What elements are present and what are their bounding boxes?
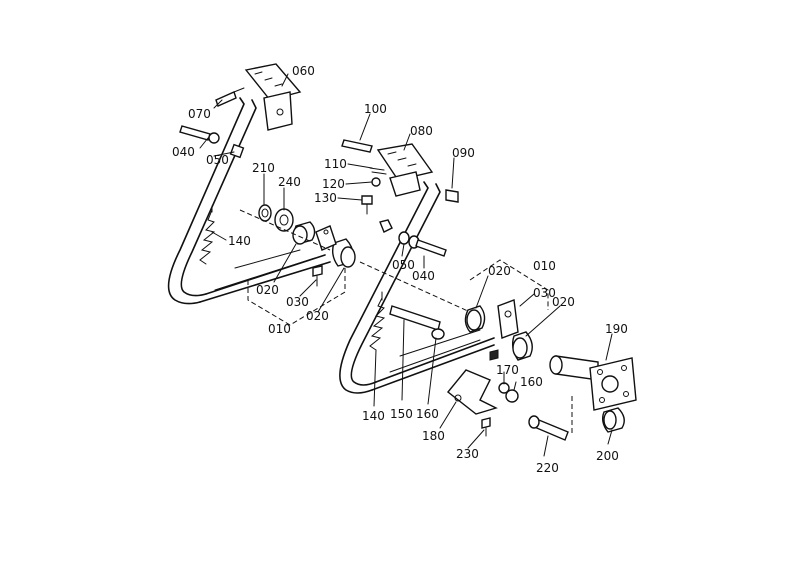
label-200: 200 (596, 449, 619, 463)
label-130: 130 (314, 191, 337, 205)
label-020-left-a: 020 (256, 283, 279, 297)
label-040-right: 040 (412, 269, 435, 283)
bracket-right (497, 299, 519, 339)
bushing-020-left-b (331, 238, 356, 268)
nut-050-upper (229, 143, 245, 159)
label-030-right: 030 (533, 286, 556, 300)
bolt-230 (481, 417, 491, 437)
label-210: 210 (252, 161, 275, 175)
label-020-right-b: 020 (552, 295, 575, 309)
spring-140-right (369, 291, 386, 351)
bushing-020-left-a (292, 221, 316, 245)
label-240: 240 (278, 175, 301, 189)
group-bracket-010-right (469, 259, 549, 310)
bolt-070 (215, 87, 245, 107)
label-220: 220 (536, 461, 559, 475)
rod-150 (389, 305, 441, 331)
label-170: 170 (496, 363, 519, 377)
rod-100 (341, 139, 373, 153)
label-140-right: 140 (362, 409, 385, 423)
bolt-040-right (408, 235, 447, 257)
group-bracket-010-left (247, 268, 346, 326)
plate-180 (447, 369, 498, 415)
label-010-left: 010 (268, 322, 291, 336)
label-040-upper: 040 (172, 145, 195, 159)
label-050-upper: 050 (206, 153, 229, 167)
pedal-pad-right (376, 143, 434, 197)
label-030-left: 030 (286, 295, 309, 309)
label-120: 120 (322, 177, 345, 191)
label-060: 060 (292, 64, 315, 78)
label-180: 180 (422, 429, 445, 443)
label-010-right: 010 (533, 259, 556, 273)
bushing-020-right-b (511, 331, 533, 361)
nut-120 (371, 177, 381, 187)
bushing-020-right-a (464, 305, 486, 333)
label-110: 110 (324, 157, 347, 171)
leader-lines (199, 73, 613, 457)
label-160-right: 160 (520, 375, 543, 389)
washer-160 (431, 328, 445, 340)
spring-140-left (199, 205, 216, 265)
label-070: 070 (188, 107, 211, 121)
bolt-030-left (312, 265, 323, 287)
nut-050-right (398, 231, 410, 245)
bolt-090 (445, 189, 459, 203)
washer-210 (258, 204, 272, 222)
pedal-pad-left (244, 63, 302, 131)
spring-110 (369, 167, 387, 175)
flange-plate-190 (589, 357, 637, 411)
left-pedal-arm (167, 97, 331, 305)
pin-220 (528, 415, 569, 441)
label-150: 150 (390, 407, 413, 421)
bolt-030-right (489, 349, 499, 361)
label-020-left-b: 020 (306, 309, 329, 323)
label-230: 230 (456, 447, 479, 461)
centerline-left (239, 209, 331, 251)
nut-mid (379, 219, 393, 233)
label-090: 090 (452, 146, 475, 160)
bolt-040-upper (179, 125, 220, 144)
right-pedal-arm (339, 181, 495, 394)
label-160-lower: 160 (416, 407, 439, 421)
bolt-130 (361, 195, 373, 215)
shaft-bracket-left (315, 225, 337, 251)
label-190: 190 (605, 322, 628, 336)
label-100: 100 (364, 102, 387, 116)
label-140-left: 140 (228, 234, 251, 248)
label-020-right-a: 020 (488, 264, 511, 278)
label-050-right: 050 (392, 258, 415, 272)
label-080: 080 (410, 124, 433, 138)
nut-160-right (505, 389, 519, 403)
bushing-200 (601, 407, 625, 433)
washer-240 (274, 208, 294, 232)
centerline-right (359, 261, 471, 313)
